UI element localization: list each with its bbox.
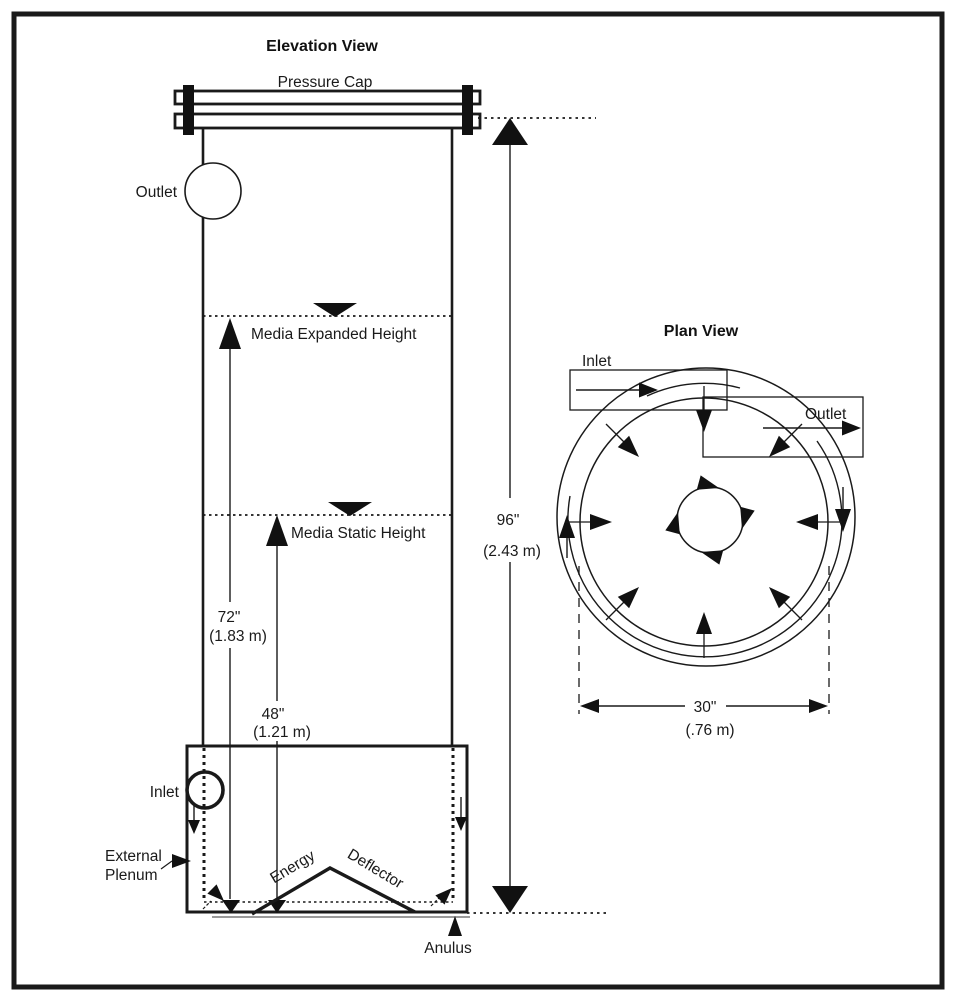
- pressure-cap-top-bar: [173, 89, 482, 106]
- dim-48-inches: 48": [262, 706, 285, 723]
- dim-96-metric: (2.43 m): [483, 543, 541, 560]
- cap-bolt-left: [183, 85, 194, 135]
- radial-arrow-se: [769, 587, 791, 609]
- plan-inlet-arrow: [639, 382, 658, 398]
- flow-arrow-down-left: [188, 820, 200, 834]
- pressure-cap-bottom-bar: [173, 112, 482, 130]
- dim-72-metric: (1.83 m): [209, 628, 267, 645]
- arrow-up-96: [492, 118, 528, 145]
- rotation-arrow-top: [696, 475, 719, 490]
- elevation-title: Elevation View: [266, 38, 378, 55]
- rotation-arrow-left: [665, 512, 680, 535]
- external-plenum-pointer-tail: [160, 860, 173, 870]
- external-plenum-pointer: [172, 854, 191, 868]
- arrow-up-48: [266, 515, 288, 546]
- plan-inlet-duct: [569, 369, 728, 411]
- media-static-label: Media Static Height: [291, 525, 426, 542]
- outlet-nozzle: [184, 162, 242, 220]
- arrow-up-72: [219, 318, 241, 349]
- center-rotation-arrows: [665, 475, 755, 565]
- cap-bolt-right: [462, 85, 473, 135]
- pressure-cap-label: Pressure Cap: [278, 74, 373, 91]
- anulus-pointer: [448, 916, 462, 936]
- dimension-30: [578, 566, 830, 714]
- external-plenum-label-line2: Plenum: [105, 867, 158, 884]
- radial-arrow-e: [796, 514, 818, 530]
- media-expanded-label: Media Expanded Height: [251, 326, 417, 343]
- flow-arrow-down-right: [455, 817, 467, 831]
- dimension-72: [219, 318, 241, 913]
- flow-arrow-corner-left: [207, 884, 224, 901]
- anulus-label: Anulus: [424, 940, 472, 957]
- dimension-96: [467, 117, 610, 914]
- dim-72-inches: 72": [218, 609, 241, 626]
- media-expanded-level-marker: [313, 303, 357, 317]
- annulus-arrow-up-left: [559, 515, 575, 538]
- plenum-flow-arrows: [188, 797, 467, 910]
- media-static-level-marker: [328, 502, 372, 516]
- outlet-label-elevation: Outlet: [136, 184, 178, 201]
- inlet-label-plan: Inlet: [582, 353, 612, 370]
- radial-arrow-sw: [617, 587, 639, 609]
- plan-title: Plan View: [664, 323, 739, 340]
- inlet-nozzle: [185, 770, 225, 810]
- outlet-label-plan: Outlet: [805, 406, 847, 423]
- plan-outlet-arrow: [842, 420, 861, 436]
- radial-arrow-ne: [769, 435, 791, 457]
- radial-arrow-w: [590, 514, 612, 530]
- arrow-right-30: [809, 699, 828, 713]
- dim-30-metric: (.76 m): [685, 722, 734, 739]
- plan-outer-shell: [556, 367, 856, 667]
- radial-flow-arrows: [566, 386, 842, 658]
- plan-spiral-wrap-top: [646, 382, 741, 397]
- annulus-circulation-arrows: [559, 487, 851, 558]
- arrow-down-72: [222, 900, 240, 913]
- external-plenum-box: [185, 744, 469, 914]
- flow-arrow-corner-right: [435, 888, 452, 905]
- arrow-down-96: [492, 886, 528, 913]
- rotation-arrow-bottom: [701, 550, 724, 565]
- energy-deflector: [251, 866, 416, 916]
- arrow-left-30: [580, 699, 599, 713]
- annulus-arrow-down-right: [835, 509, 851, 532]
- dim-96-inches: 96": [497, 512, 520, 529]
- dim-30-inches: 30": [694, 699, 717, 716]
- rotation-arrow-right: [740, 506, 755, 529]
- radial-arrow-s: [696, 612, 712, 634]
- radial-arrow-n: [696, 410, 712, 432]
- external-plenum-label-line1: External: [105, 848, 162, 865]
- diagram-frame-border: [11, 11, 945, 990]
- plan-view: Plan View Inlet Outlet 30" (.76 m): [556, 323, 864, 739]
- radial-arrow-nw: [617, 435, 639, 457]
- inlet-label-elevation: Inlet: [150, 784, 180, 801]
- dim-48-metric: (1.21 m): [253, 724, 311, 741]
